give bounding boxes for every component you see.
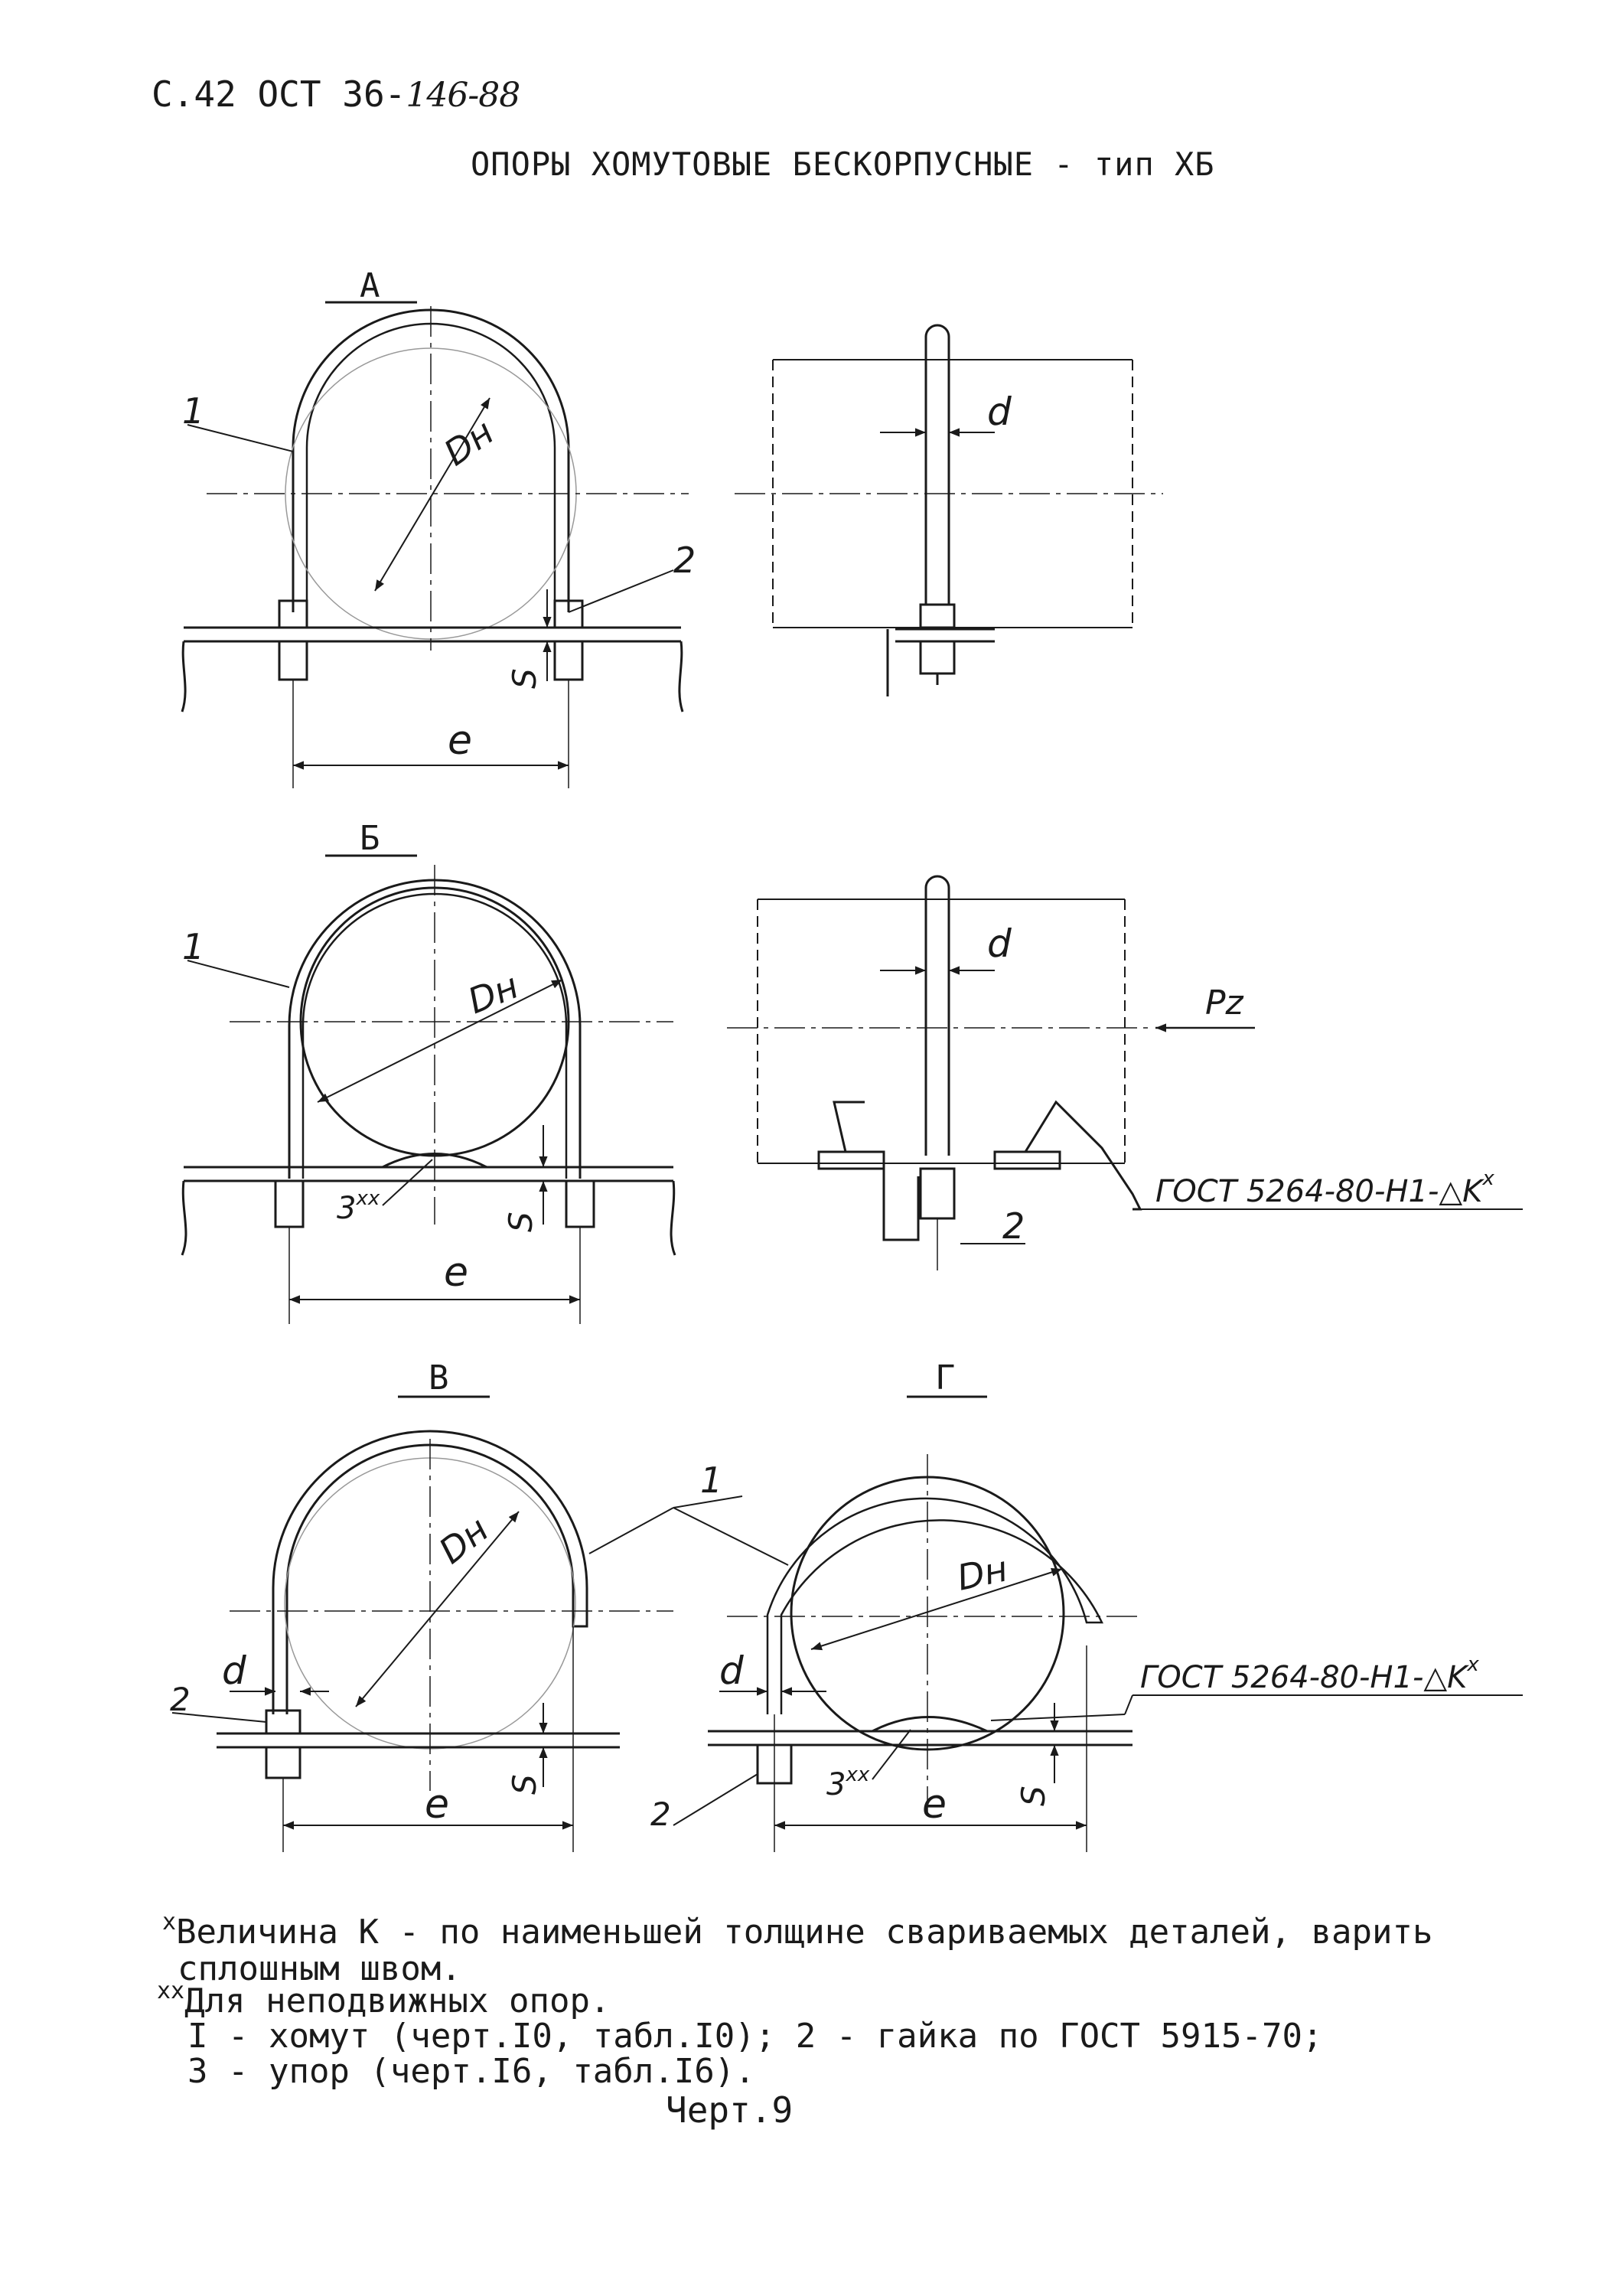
footnote-1-line-1: Величина К - по наименьшей толщине свари… bbox=[176, 1913, 1433, 1952]
part-2-label: 2 bbox=[1002, 1205, 1025, 1247]
part-2-label: 2 bbox=[170, 1681, 191, 1718]
spacing-label: e bbox=[425, 1782, 449, 1828]
stop-3-label: 3хх bbox=[826, 1763, 870, 1802]
part-2-label: 2 bbox=[650, 1795, 671, 1833]
footnote-2: ххДля неподвижных опор. bbox=[157, 1978, 611, 2024]
diameter-label: Dн bbox=[462, 965, 524, 1022]
part-1-label: 1 bbox=[182, 390, 204, 432]
parts-legend-line-1: I - хомут (черт.I0, табл.I0); 2 - гайка … bbox=[187, 2017, 1323, 2056]
document-reference-printed: С.42 ОСТ 36- bbox=[152, 73, 406, 115]
view-a-front bbox=[181, 301, 689, 788]
thickness-label: S bbox=[506, 668, 543, 689]
part-2-label: 2 bbox=[673, 540, 696, 581]
part-1-label: 1 bbox=[700, 1459, 722, 1501]
thickness-label: S bbox=[506, 1774, 543, 1795]
diameter-label: Dн bbox=[953, 1548, 1011, 1598]
rod-diameter-label: d bbox=[987, 390, 1012, 434]
thickness-label: S bbox=[1015, 1786, 1052, 1806]
clamp-1 bbox=[272, 1430, 588, 1714]
view-b-front bbox=[181, 854, 676, 1324]
footnote-1-mark: х bbox=[162, 1909, 177, 1936]
footnote-2-mark: хх bbox=[157, 1978, 185, 2004]
view-label-a: А bbox=[360, 266, 380, 305]
spacing-label: e bbox=[448, 718, 472, 764]
stop-3-label: 3хх bbox=[337, 1187, 380, 1226]
weld-symbol-label: ГОСТ 5264-80-Н1-△Kх bbox=[1140, 1653, 1479, 1695]
rod-diameter-label: d bbox=[719, 1649, 744, 1693]
document-reference: С.42 ОСТ 36-146-88 bbox=[152, 73, 520, 115]
part-1-leader bbox=[588, 1495, 789, 1566]
thickness-label: S bbox=[502, 1212, 539, 1232]
parts-legend-line-2: 3 - упор (черт.I6, табл.I6). bbox=[187, 2052, 755, 2091]
diameter-label: Dн bbox=[432, 1508, 497, 1572]
view-label-b: Б bbox=[360, 819, 380, 858]
footnote-1-continued: сплошным швом. bbox=[178, 1949, 461, 1988]
view-v bbox=[171, 1395, 673, 1852]
spacing-label: e bbox=[922, 1782, 947, 1828]
rod-diameter-label: d bbox=[222, 1649, 246, 1693]
part-1-label: 1 bbox=[182, 926, 204, 967]
view-g bbox=[673, 1395, 1523, 1852]
spacing-label: e bbox=[444, 1250, 468, 1296]
page-title: ОПОРЫ ХОМУТОВЫЕ БЕСКОРПУСНЫЕ - тип ХБ bbox=[471, 145, 1215, 183]
force-label: Pz bbox=[1205, 983, 1244, 1022]
rod-diameter-label: d bbox=[987, 921, 1012, 966]
footnote-1: хВеличина К - по наименьшей толщине свар… bbox=[162, 1909, 1433, 1955]
view-a-side bbox=[735, 324, 1163, 696]
view-b-side bbox=[727, 875, 1523, 1270]
view-label-g: Г bbox=[935, 1358, 956, 1397]
weld-symbol-label: ГОСТ 5264-80-Н1-△Kх bbox=[1155, 1167, 1494, 1209]
document-number-handwritten: 146-88 bbox=[406, 76, 520, 115]
view-label-v: В bbox=[429, 1358, 449, 1397]
clamp-1 bbox=[766, 1497, 1103, 1714]
drawing-caption: Черт.9 bbox=[666, 2089, 794, 2131]
footnote-2-text: Для неподвижных опор. bbox=[184, 1981, 611, 2020]
stop-3 bbox=[872, 1716, 988, 1733]
stop-3 bbox=[382, 1153, 487, 1169]
diameter-label: Dн bbox=[436, 411, 501, 474]
